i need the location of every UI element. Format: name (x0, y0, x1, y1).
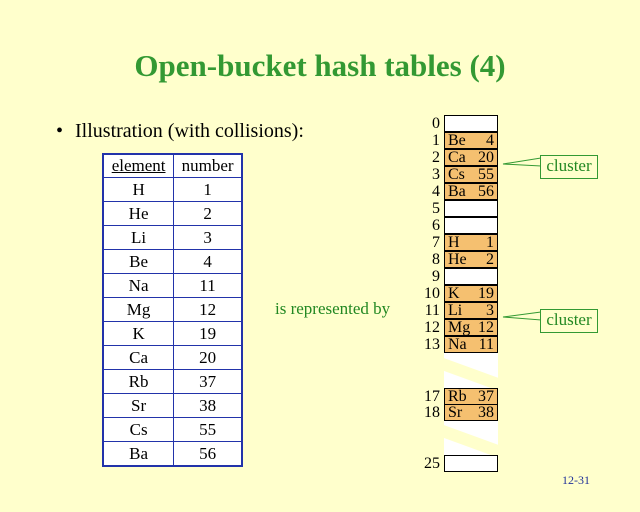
bucket-index: 7 (432, 234, 440, 251)
number-cell: 55 (173, 417, 243, 442)
bucket (444, 455, 498, 472)
bucket: Sr 38 (444, 404, 498, 421)
slide-title: Open-bucket hash tables (4) (134, 48, 506, 83)
bullet-label: Illustration (with collisions): (75, 120, 304, 142)
bucket-index: 6 (432, 217, 440, 234)
bucket: Ba 56 (444, 183, 498, 200)
bucket-value: 56 (478, 183, 494, 200)
bucket: Rb 37 (444, 388, 498, 405)
bucket-key: Ba (448, 183, 466, 200)
header-number: number (173, 153, 243, 178)
represented-by-label: is represented by (275, 299, 391, 318)
bucket: Li 3 (444, 302, 498, 319)
bucket-key: Ca (448, 149, 466, 166)
bucket-value: 11 (478, 336, 494, 353)
bucket-key: Li (448, 302, 463, 319)
cluster-pointer (502, 157, 542, 167)
bucket-index: 1 (432, 132, 440, 149)
element-cell: Cs (102, 417, 175, 442)
bucket-index: 18 (424, 404, 440, 421)
bucket-key: Cs (448, 166, 465, 183)
bucket-index: 13 (424, 336, 440, 353)
bucket: Cs 55 (444, 166, 498, 183)
element-cell: Li (102, 225, 175, 250)
bucket-index: 17 (424, 388, 440, 405)
bucket: Ca 20 (444, 149, 498, 166)
bucket-index: 25 (424, 455, 440, 472)
bucket: Na 11 (444, 336, 498, 353)
bucket-key: Be (448, 132, 466, 149)
number-cell: 20 (173, 345, 243, 370)
number-cell: 37 (173, 369, 243, 394)
bucket-value: 38 (478, 404, 494, 421)
number-cell: 1 (173, 177, 243, 202)
bucket (444, 200, 498, 217)
bucket-value: 12 (478, 319, 494, 336)
bucket-index: 2 (432, 149, 440, 166)
bucket-index: 5 (432, 200, 440, 217)
bucket-value: 2 (486, 251, 494, 268)
bucket-value: 37 (478, 388, 494, 405)
bucket (444, 268, 498, 285)
bucket (444, 217, 498, 234)
cluster-callout: cluster (540, 155, 598, 179)
element-cell: Sr (102, 393, 175, 418)
element-cell: Rb (102, 369, 175, 394)
bucket-key: Na (448, 336, 467, 353)
bucket-index: 0 (432, 115, 440, 132)
bucket-value: 19 (478, 285, 494, 302)
bucket (444, 115, 498, 132)
bucket-key: Rb (448, 388, 467, 405)
number-cell: 11 (173, 273, 243, 298)
element-cell: Be (102, 249, 175, 274)
bucket-index: 9 (432, 268, 440, 285)
cluster-callout: cluster (540, 309, 598, 333)
bucket-key: Sr (448, 404, 463, 421)
number-cell: 56 (173, 441, 243, 467)
bucket-index: 8 (432, 251, 440, 268)
element-cell: Ca (102, 345, 175, 370)
bucket: K 19 (444, 285, 498, 302)
bucket-key: Mg (448, 319, 471, 336)
number-cell: 38 (173, 393, 243, 418)
bullet-text: •Illustration (with collisions): (56, 120, 304, 142)
bucket-value: 3 (486, 302, 494, 319)
element-cell: He (102, 201, 175, 226)
bucket-key: He (448, 251, 467, 268)
cluster-pointer (502, 311, 542, 321)
bucket-value: 4 (486, 132, 494, 149)
bucket-index: 10 (424, 285, 440, 302)
bucket-key: K (448, 285, 460, 302)
bucket: Mg 12 (444, 319, 498, 336)
bucket-index: 11 (424, 302, 440, 319)
bucket-key: H (448, 234, 460, 251)
bucket-index: 3 (432, 166, 440, 183)
page-number: 12-31 (562, 473, 590, 487)
bucket-index: 12 (424, 319, 440, 336)
bucket: He 2 (444, 251, 498, 268)
bucket: Be 4 (444, 132, 498, 149)
bucket-value: 20 (478, 149, 494, 166)
bucket-value: 55 (478, 166, 494, 183)
bucket-index: 4 (432, 183, 440, 200)
bucket-value: 1 (486, 234, 494, 251)
